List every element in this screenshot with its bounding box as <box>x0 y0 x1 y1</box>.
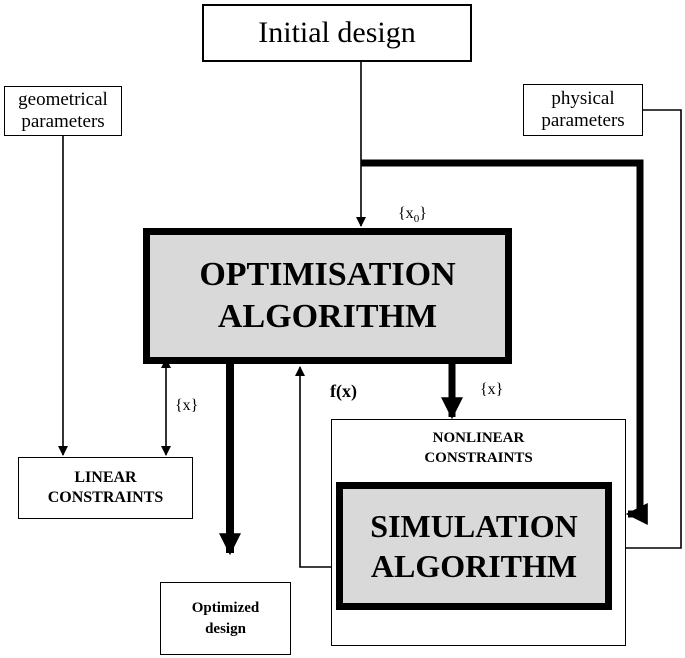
node-optimized-line1: Optimized <box>191 599 260 616</box>
node-nonlin-line2: CONSTRAINTS <box>424 450 533 466</box>
node-linear-constraints: LINEAR CONSTRAINTS <box>18 457 193 519</box>
node-phys-line2: parameters <box>541 110 625 131</box>
node-optimized-line2: design <box>205 620 246 637</box>
node-opt-line2: ALGORITHM <box>217 298 438 335</box>
edge-label-x0: {x0} <box>398 205 427 225</box>
node-initial-design-label: Initial design <box>258 16 416 49</box>
node-initial-design: Initial design <box>202 4 472 62</box>
node-linear-line2: CONSTRAINTS <box>47 489 164 506</box>
node-nonlinear-constraints-label: NONLINEAR CONSTRAINTS <box>331 428 626 468</box>
node-sim-line1: SIMULATION <box>370 508 578 544</box>
node-optimisation-algorithm: OPTIMISATION ALGORITHM <box>143 228 512 364</box>
node-physical-parameters: physical parameters <box>523 84 643 136</box>
node-nonlin-line1: NONLINEAR <box>432 430 525 446</box>
edge-initial-to-sim <box>361 159 648 525</box>
node-phys-line1: physical <box>551 88 615 109</box>
node-geometrical-parameters: geometrical parameters <box>4 86 122 136</box>
edge-label-x0-prefix: {x <box>398 205 414 222</box>
edge-phys-to-sim <box>615 109 682 553</box>
edge-label-x-right: {x} <box>480 381 504 398</box>
node-sim-line2: ALGORITHM <box>370 548 578 584</box>
node-opt-line1: OPTIMISATION <box>199 256 456 293</box>
edge-label-x0-subscript: 0 <box>413 213 420 226</box>
node-geom-line1: geometrical <box>18 89 108 110</box>
node-linear-line1: LINEAR <box>74 469 137 486</box>
node-optimized-design: Optimized design <box>160 582 291 655</box>
node-simulation-algorithm: SIMULATION ALGORITHM <box>336 482 612 610</box>
edge-sim-to-opt <box>295 366 331 568</box>
node-geom-line2: parameters <box>21 111 105 132</box>
edge-label-x0-suffix: } <box>419 205 427 222</box>
edge-label-fx: f(x) <box>330 381 357 401</box>
edge-label-x-left: {x} <box>175 397 199 414</box>
